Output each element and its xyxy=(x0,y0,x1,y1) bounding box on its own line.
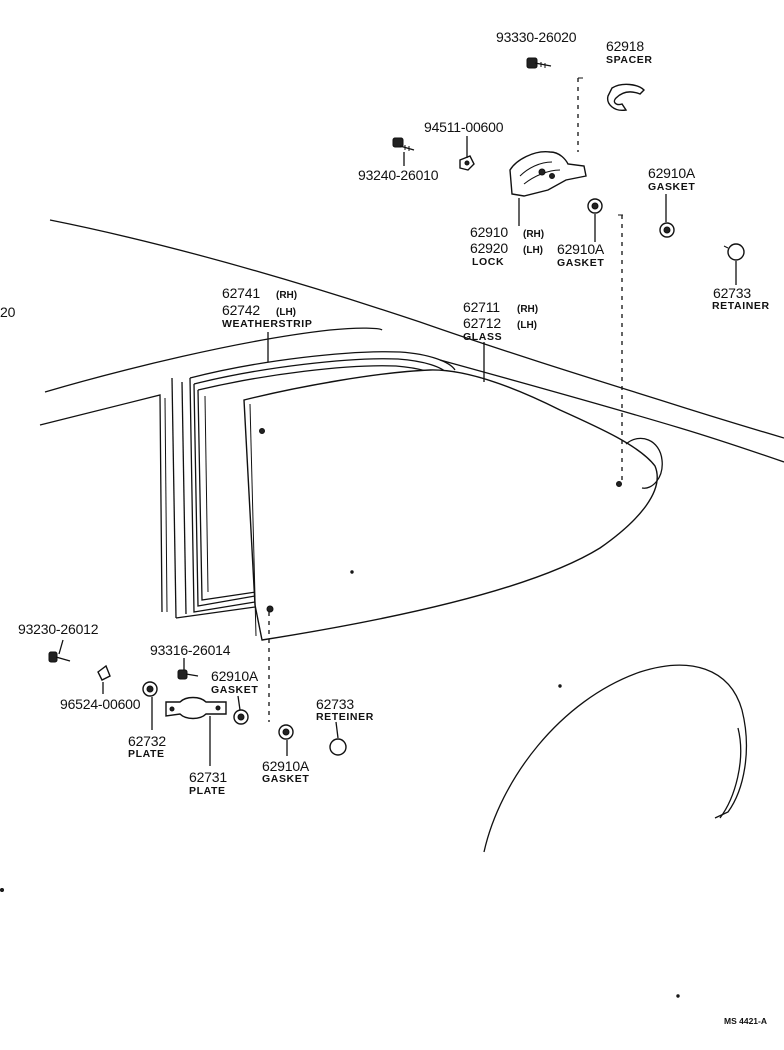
retainer-top-icon xyxy=(723,243,745,261)
part-description: GASKET xyxy=(648,181,695,193)
part-qualifier: (RH) xyxy=(276,290,297,301)
part-description: SPACER xyxy=(606,54,653,66)
label-62741: 62741 (RH) 62742 (LH) WEATHERSTRIP xyxy=(222,285,312,330)
label-62910A-top-mid: 62910A GASKET xyxy=(557,241,605,269)
label-94511: 94511-00600 xyxy=(424,119,504,135)
label-62910A-low-left: 62910A GASKET xyxy=(211,668,259,696)
part-qualifier: (LH) xyxy=(517,320,537,331)
glass-part xyxy=(243,369,663,641)
label-62733-top: 62733 RETAINER xyxy=(712,285,770,312)
label-93240: 93240-26010 xyxy=(358,167,439,183)
part-number: 62910A xyxy=(648,165,696,181)
label-62910A-top-right: 62910A GASKET xyxy=(648,165,696,193)
part-number: 93230-26012 xyxy=(18,621,99,637)
screw-93316-icon xyxy=(177,669,199,680)
part-qualifier: (RH) xyxy=(523,229,544,240)
part-description: GLASS xyxy=(463,331,502,343)
drawing-code: MS 4421-A xyxy=(724,1016,767,1026)
part-number: 62742 xyxy=(222,302,260,318)
screw-93230-icon xyxy=(48,651,71,663)
part-number: 62732 xyxy=(128,733,166,749)
leader-lines xyxy=(58,136,737,766)
part-description: PLATE xyxy=(189,785,226,797)
label-62733-low: 62733 RETEINER xyxy=(316,696,374,723)
label-93230: 93230-26012 xyxy=(18,621,99,637)
stray-mark xyxy=(676,994,680,998)
gasket-low-right-icon xyxy=(278,724,294,740)
part-number: 62910A xyxy=(262,758,310,774)
part-description: RETEINER xyxy=(316,711,374,723)
guide-lines xyxy=(268,77,623,722)
part-number: 62918 xyxy=(606,38,644,54)
part-number: 62712 xyxy=(463,315,501,331)
label-62918: 62918 SPACER xyxy=(606,38,653,66)
label-62711: 62711 (RH) 62712 (LH) GLASS xyxy=(463,299,538,343)
bolt-93330-icon xyxy=(526,57,552,69)
part-qualifier: (RH) xyxy=(517,304,538,315)
car-body-outline xyxy=(39,219,784,619)
part-number: 93330-26020 xyxy=(496,29,577,45)
part-description: GASKET xyxy=(557,257,604,269)
part-description: PLATE xyxy=(128,748,165,760)
part-description: WEATHERSTRIP xyxy=(222,318,312,330)
gasket-top-mid-icon xyxy=(587,198,603,214)
part-description: GASKET xyxy=(211,684,258,696)
part-number: 62910 xyxy=(470,224,508,240)
label-62910A-low-right: 62910A GASKET xyxy=(262,758,310,785)
cut-off-text: 20 xyxy=(0,304,16,320)
part-qualifier: (LH) xyxy=(523,245,543,256)
label-62731: 62731 PLATE xyxy=(189,769,228,797)
gasket-low-mid-icon xyxy=(233,709,249,725)
part-number: 62733 xyxy=(713,285,751,301)
bolt-93240-icon xyxy=(392,137,415,151)
label-left-cut: 20 xyxy=(0,304,16,320)
retainer-low-icon xyxy=(329,738,347,756)
label-93330: 93330-26020 xyxy=(496,29,577,45)
stray-mark xyxy=(0,888,4,892)
part-number: 62733 xyxy=(316,696,354,712)
label-62910-lock: 62910 (RH) 62920 (LH) LOCK xyxy=(470,224,544,268)
label-62732: 62732 PLATE xyxy=(128,733,167,760)
part-number: 62741 xyxy=(222,285,260,301)
part-qualifier: (LH) xyxy=(276,307,296,318)
weatherstrip-part xyxy=(189,351,456,613)
plate-62731-icon xyxy=(165,696,227,720)
spacer-62918-icon xyxy=(607,83,645,111)
clip-96524-icon xyxy=(97,664,111,681)
part-number: 62920 xyxy=(470,240,508,256)
part-number: 93240-26010 xyxy=(358,167,439,183)
gasket-top-right-icon xyxy=(659,222,675,238)
part-number: 62910A xyxy=(211,668,259,684)
nut-94511-icon xyxy=(459,155,475,171)
label-96524: 96524-00600 xyxy=(60,696,141,712)
part-number: 94511-00600 xyxy=(424,119,504,135)
part-number: 96524-00600 xyxy=(60,696,141,712)
part-description: GASKET xyxy=(262,773,309,785)
part-number: 93316-26014 xyxy=(150,642,231,658)
wheel-arch-outline xyxy=(483,664,748,853)
part-number: 62711 xyxy=(463,299,500,315)
label-93316: 93316-26014 xyxy=(150,642,231,658)
gasket-low-left-icon xyxy=(142,681,158,697)
part-description: LOCK xyxy=(472,256,504,268)
part-number: 62910A xyxy=(557,241,605,257)
lock-62910-icon xyxy=(509,151,587,197)
part-description: RETAINER xyxy=(712,300,770,312)
part-number: 62731 xyxy=(189,769,227,785)
